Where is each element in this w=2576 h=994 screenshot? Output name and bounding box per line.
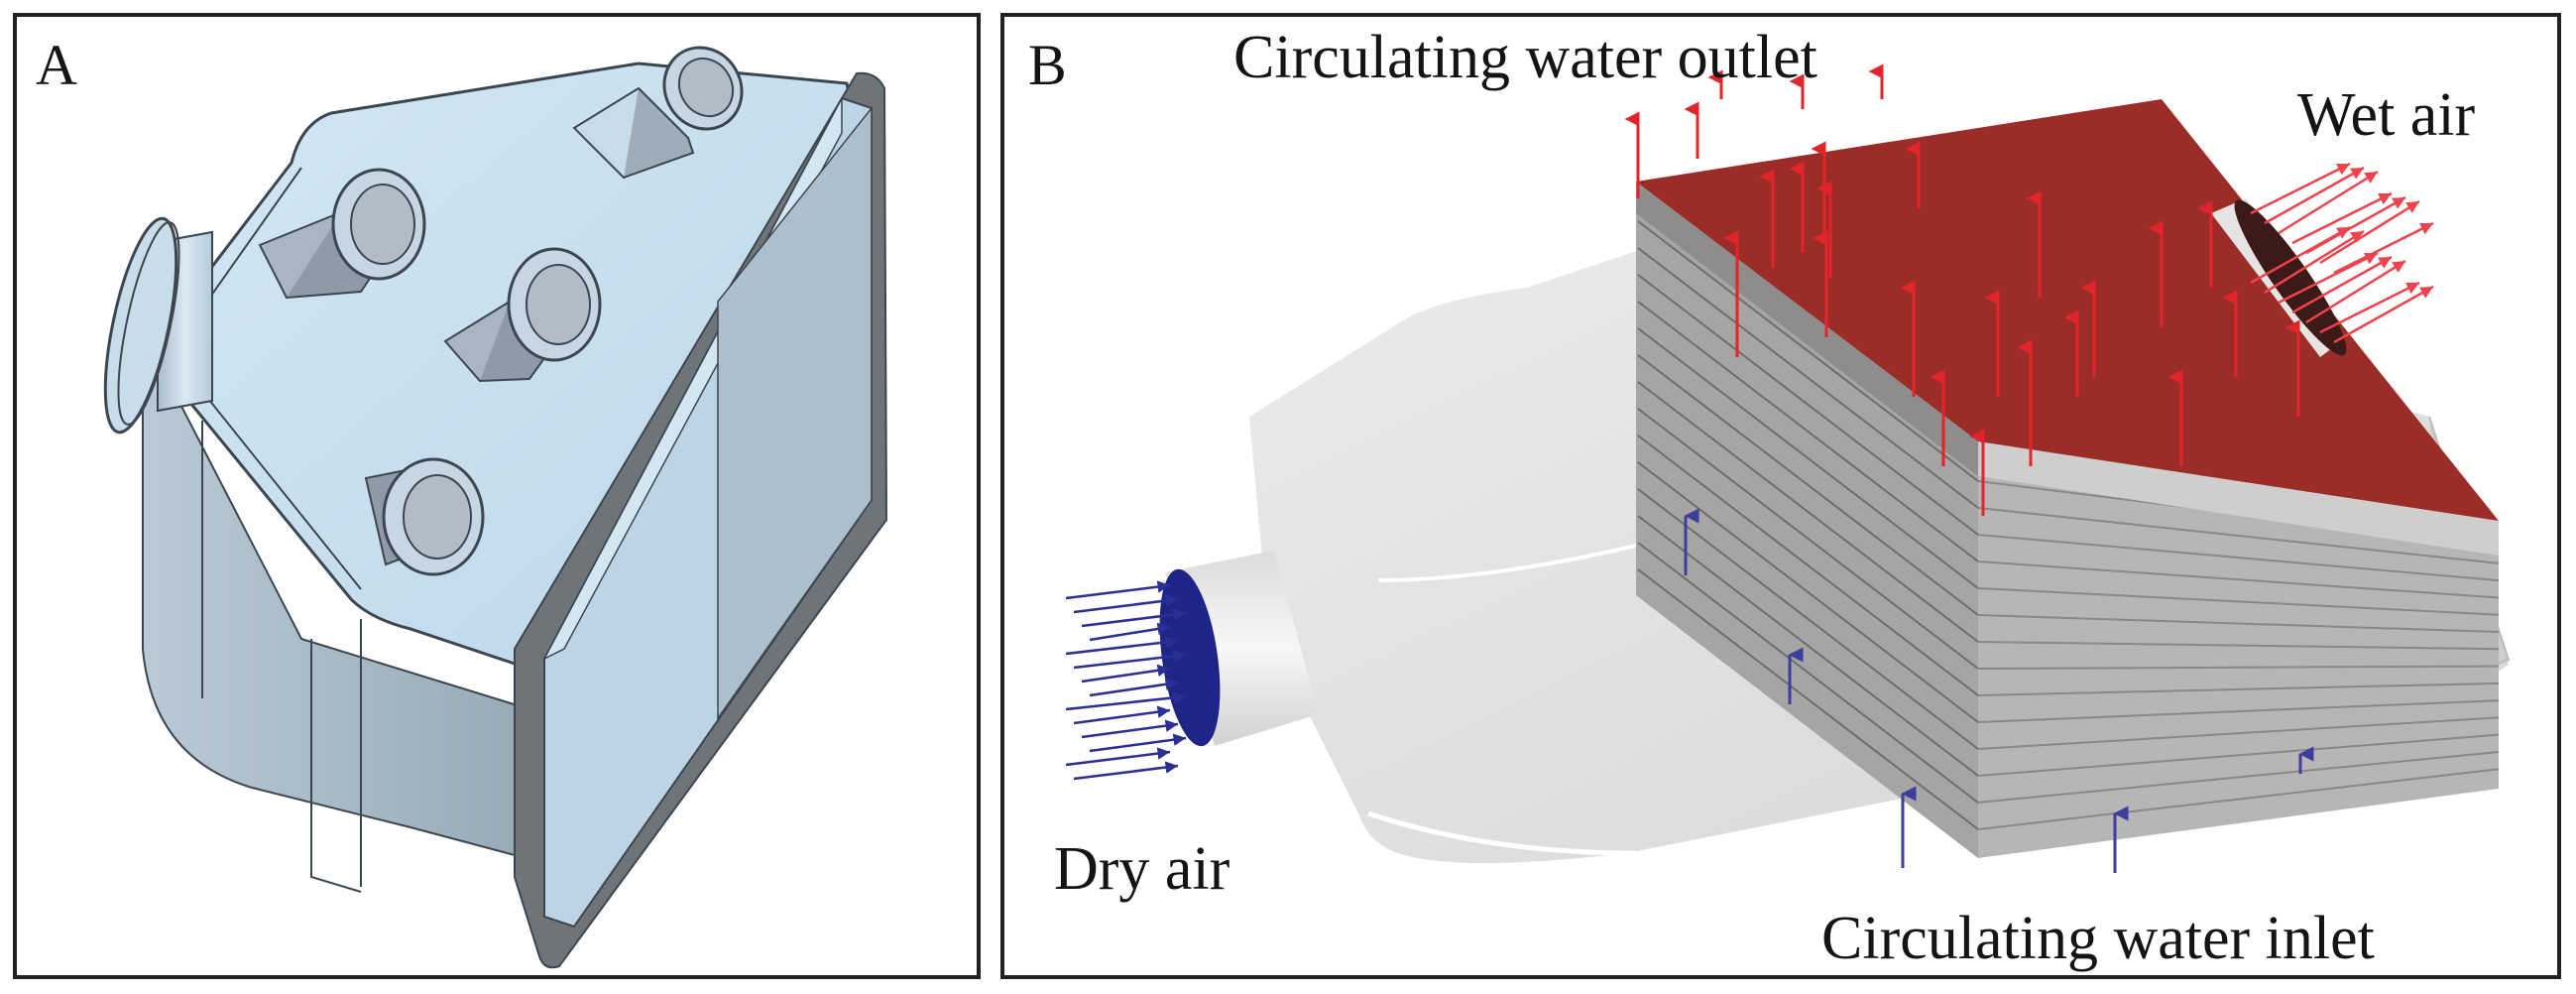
fin-line <box>1637 274 1979 536</box>
wet-air-arrow <box>2319 199 2420 265</box>
wet-air-arrow <box>2278 170 2379 235</box>
fin-line <box>1977 534 2500 582</box>
fin-line <box>1637 542 1979 804</box>
fin-line <box>1977 641 2500 651</box>
fin-line <box>1977 587 2500 616</box>
fin-line <box>1637 381 1979 643</box>
fin-line <box>1977 750 2500 804</box>
dry-air-arrow <box>1073 594 1179 614</box>
fin-line <box>1637 515 1979 777</box>
fin-line <box>1977 699 2500 723</box>
fin-line <box>1977 507 2500 564</box>
wet-air-arrow <box>2264 166 2365 225</box>
panel-a: A <box>13 13 981 979</box>
water-outlet-arrows <box>1624 63 2300 516</box>
dry-air-arrow <box>1081 608 1187 628</box>
wet-air-arrow <box>2333 285 2434 344</box>
fin-line <box>1977 560 2500 599</box>
wet-air-arrow <box>2305 259 2406 324</box>
wet-air-arrow <box>2250 162 2351 215</box>
dry-air-arrow <box>1089 678 1179 697</box>
label-wet-air: Wet air <box>2297 81 2476 149</box>
fin-line <box>1977 614 2500 633</box>
fin-line <box>1637 461 1979 723</box>
panel-b-letter: B <box>1028 33 1067 97</box>
dry-air-arrow <box>1089 622 1171 642</box>
panel-b: B <box>1000 13 2561 979</box>
plate-fins-right <box>1977 480 2500 830</box>
fin-line <box>1637 354 1979 616</box>
water-inlet-arrows <box>1684 508 2314 873</box>
humidifier-cad-model <box>103 46 888 969</box>
fin-line <box>1637 568 1979 830</box>
dry-air-arrow <box>1073 650 1187 670</box>
fin-line <box>1977 716 2500 750</box>
dry-air-arrow <box>1073 761 1179 781</box>
wet-air-arrow <box>2278 251 2379 305</box>
water-port-1 <box>258 168 426 300</box>
wet-air-arrows <box>2250 162 2434 344</box>
dry-air-arrow <box>1065 580 1171 600</box>
wet-air-arrow <box>2291 255 2393 314</box>
wet-air-arrow <box>2333 221 2434 275</box>
housing-side-wall <box>142 330 560 869</box>
dry-air-arrows <box>1065 580 1187 781</box>
air-inlet-pipe <box>103 216 213 435</box>
fin-line <box>1977 682 2500 696</box>
plate-fins-left <box>1637 220 1979 830</box>
dry-air-arrow <box>1089 733 1187 753</box>
fin-line <box>1637 247 1979 509</box>
fin-line <box>1637 327 1979 589</box>
dry-air-arrow <box>1081 719 1179 739</box>
wet-air-arrow <box>2264 229 2365 295</box>
fin-line <box>1637 301 1979 562</box>
label-dry-air: Dry air <box>1054 835 1230 903</box>
dry-air-arrow <box>1065 747 1171 767</box>
wet-air-arrow <box>2291 191 2393 245</box>
label-circulating-water-inlet: Circulating water inlet <box>1821 905 2375 972</box>
water-port-3 <box>364 457 485 576</box>
dry-air-arrow <box>1065 691 1187 711</box>
fin-line <box>1977 733 2500 777</box>
water-port-2 <box>443 247 602 383</box>
wet-air-arrow <box>2319 281 2420 334</box>
fin-line <box>1637 408 1979 670</box>
water-port-4 <box>572 46 744 180</box>
fin-line <box>1637 435 1979 696</box>
fin-line <box>1637 220 1979 482</box>
rectangular-flange <box>514 71 888 969</box>
dry-air-arrow <box>1073 705 1171 725</box>
fin-line <box>1977 768 2500 830</box>
wet-air-arrow <box>2250 225 2351 285</box>
dry-air-arrow <box>1065 636 1179 656</box>
panel-a-letter: A <box>36 33 77 97</box>
fin-line <box>1977 665 2500 670</box>
fin-line <box>1637 488 1979 750</box>
label-circulating-water-outlet: Circulating water outlet <box>1233 24 1817 91</box>
humidifier-flow-model <box>1065 63 2511 873</box>
dry-air-arrow <box>1081 664 1171 683</box>
